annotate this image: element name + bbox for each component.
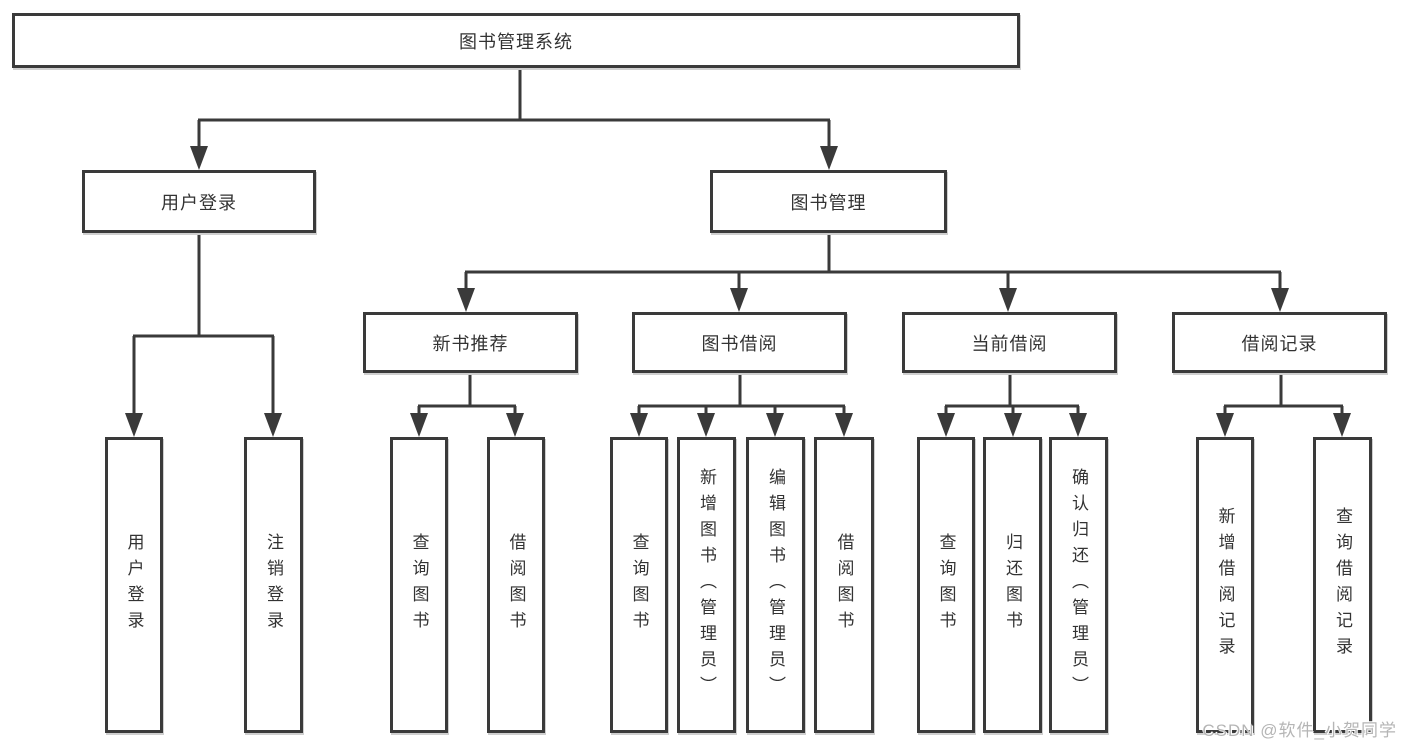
arrow-down-icon [766, 413, 784, 437]
node-label: 查询借阅记录 [1333, 507, 1352, 663]
leaf-logout: 注销登录 [244, 437, 303, 733]
node-book-borrow: 图书借阅 [632, 312, 847, 373]
leaf-borrow-books: 借阅图书 [814, 437, 874, 733]
arrow-down-icon [697, 413, 715, 437]
leaf-return-books: 归还图书 [983, 437, 1042, 733]
arrow-down-icon [1333, 413, 1351, 437]
arrow-down-icon [506, 413, 524, 437]
node-label: 借阅记录 [1241, 333, 1318, 354]
leaf-query-books-borrow: 查询图书 [610, 437, 668, 733]
node-label: 确认归还（管理员） [1069, 468, 1088, 702]
node-label: 查询图书 [409, 533, 429, 637]
node-label: 图书借阅 [701, 333, 778, 354]
node-user-login: 用户登录 [82, 170, 316, 233]
node-label: 查询图书 [936, 533, 956, 637]
arrow-down-icon [1069, 413, 1087, 437]
arrow-down-icon [1216, 413, 1234, 437]
node-label: 借阅图书 [506, 533, 526, 637]
node-label: 借阅图书 [834, 533, 854, 637]
node-label: 新书推荐 [432, 333, 509, 354]
node-root: 图书管理系统 [12, 13, 1020, 68]
arrow-down-icon [630, 413, 648, 437]
leaf-query-borrow-record: 查询借阅记录 [1313, 437, 1372, 733]
leaf-query-books-current: 查询图书 [917, 437, 975, 733]
leaf-add-book-admin: 新增图书（管理员） [677, 437, 736, 733]
node-label: 查询图书 [629, 533, 649, 637]
csdn-watermark: CSDN @软件_小贺同学 [1202, 721, 1397, 740]
leaf-borrow-books-recommend: 借阅图书 [487, 437, 545, 733]
arrow-down-icon [835, 413, 853, 437]
leaf-add-borrow-record: 新增借阅记录 [1196, 437, 1254, 733]
leaf-user-login: 用户登录 [105, 437, 163, 733]
node-label: 当前借阅 [971, 333, 1048, 354]
node-label: 编辑图书（管理员） [766, 468, 785, 702]
node-current-borrow: 当前借阅 [902, 312, 1117, 373]
arrow-down-icon [125, 413, 143, 437]
arrow-down-icon [820, 146, 838, 170]
leaf-query-books-recommend: 查询图书 [390, 437, 448, 733]
node-book-management: 图书管理 [710, 170, 947, 233]
arrow-down-icon [1004, 413, 1022, 437]
arrow-down-icon [1271, 288, 1289, 312]
arrow-down-icon [730, 288, 748, 312]
arrow-down-icon [190, 146, 208, 170]
arrow-down-icon [937, 413, 955, 437]
node-label: 用户登录 [161, 192, 237, 213]
node-new-book-recommend: 新书推荐 [363, 312, 578, 373]
node-label: 归还图书 [1003, 533, 1022, 637]
arrow-down-icon [410, 413, 428, 437]
arrow-down-icon [457, 288, 475, 312]
node-label: 新增图书（管理员） [697, 468, 716, 702]
node-borrow-record: 借阅记录 [1172, 312, 1387, 373]
leaf-edit-book-admin: 编辑图书（管理员） [746, 437, 805, 733]
arrow-down-icon [999, 288, 1017, 312]
leaf-confirm-return-admin: 确认归还（管理员） [1049, 437, 1108, 733]
arrow-down-icon [264, 413, 282, 437]
node-label: 图书管理系统 [459, 31, 573, 52]
node-label: 图书管理 [790, 192, 867, 213]
node-label: 注销登录 [264, 533, 283, 637]
node-label: 用户登录 [124, 533, 144, 637]
node-label: 新增借阅记录 [1215, 507, 1235, 663]
